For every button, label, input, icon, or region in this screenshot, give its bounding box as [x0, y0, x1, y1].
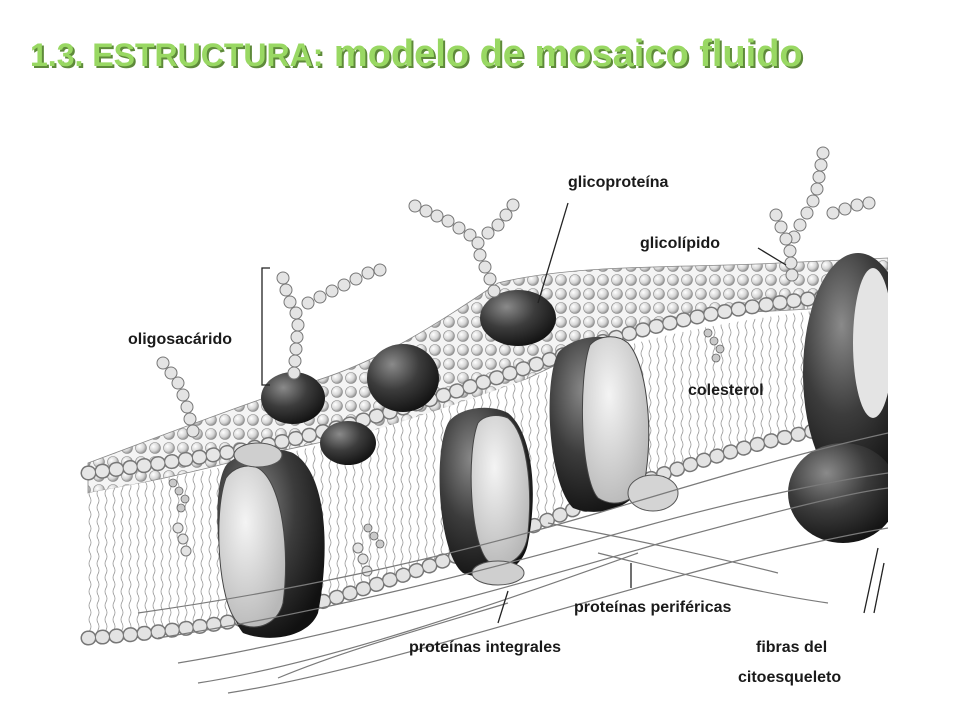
bilayer-top-row-edge: [80, 283, 888, 481]
title-section-number: 1.3. ESTRUCTURA:: [30, 37, 324, 73]
label-proteinas-perifericas: proteínas periféricas: [574, 599, 732, 616]
surface-protein-1: [261, 372, 325, 424]
right-lower-protein: [788, 443, 888, 543]
label-colesterol: colesterol: [688, 382, 764, 399]
slide-title: 1.3. ESTRUCTURA: modelo de mosaico fluid…: [30, 30, 930, 79]
label-glicolipido: glicolípido: [640, 235, 720, 252]
title-topic: modelo de mosaico fluido: [323, 33, 803, 75]
integral-protein-left: [217, 442, 325, 638]
integral-protein-middle: [439, 407, 533, 586]
membrane-illustration: glicoproteína glicolípido oligosacárido …: [80, 146, 888, 694]
cytoskeleton-fibers: [137, 432, 888, 694]
surface-protein-3: [320, 421, 376, 465]
cholesterol-molecule: [168, 328, 725, 549]
oligosaccharide-chains: [156, 146, 876, 577]
surface-protein-2: [367, 344, 439, 412]
membrane-diagram: glicoproteína glicolípido oligosacárido …: [78, 133, 888, 708]
label-fibras-line2: citoesqueleto: [738, 669, 841, 686]
leader-lines: [261, 202, 885, 624]
label-fibras-line1: fibras del: [756, 639, 827, 656]
glycoprotein-body: [480, 290, 556, 346]
integral-protein-right: [549, 336, 679, 512]
label-oligosacarido: oligosacárido: [128, 331, 232, 348]
label-glicoproteina: glicoproteína: [568, 174, 669, 191]
large-right-protein-highlight: [853, 268, 888, 418]
label-proteinas-integrales: proteínas integrales: [409, 639, 561, 656]
